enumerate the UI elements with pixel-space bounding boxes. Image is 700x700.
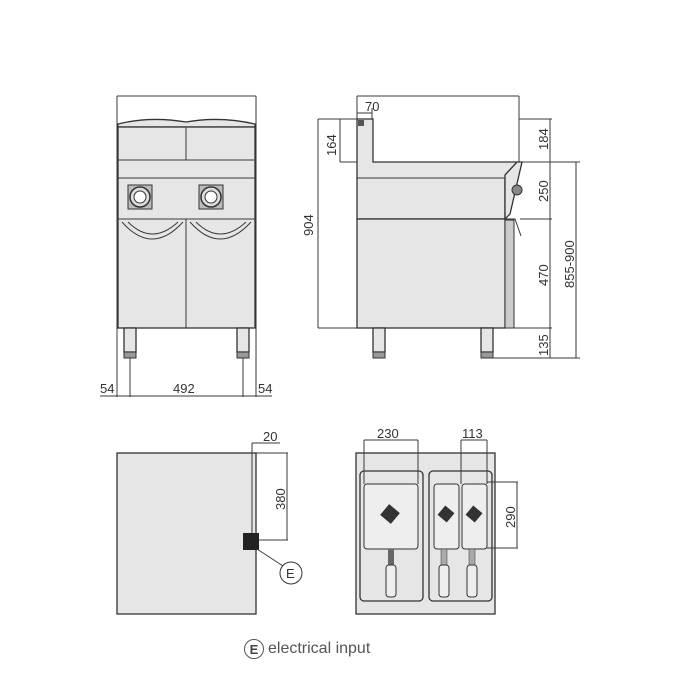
dim-leg-height: 135 [536,334,551,356]
dim-panel-section: 250 [536,180,551,202]
dim-input-height: 380 [273,488,288,510]
electrical-input-marker: E [286,566,295,581]
legend-label: electrical input [268,640,371,657]
top-view: 230 113 290 [355,426,518,615]
dim-work-height: 855-900 [562,240,577,288]
dim-front-right: 54 [258,381,272,396]
side-view: 70 904 164 184 250 470 135 855-900 [301,95,580,359]
knob-right [198,184,224,210]
rear-view: 20 380 E [116,429,303,615]
dim-front-left: 54 [100,381,114,396]
legend-marker: E [244,639,264,659]
dim-rear-offset: 20 [263,429,277,444]
dim-total-height: 904 [301,214,316,236]
front-view: 54 492 54 [100,95,272,397]
dim-door-section: 470 [536,264,551,286]
dim-backsplash-depth: 70 [365,99,379,114]
electrical-input-box [243,533,259,550]
dim-small-basket-width: 113 [462,426,483,441]
dim-basket-depth: 290 [503,506,518,528]
dim-top-section: 184 [536,128,551,150]
dim-backsplash-height: 164 [324,134,339,156]
dim-front-span: 492 [173,381,195,396]
legend: E electrical input [244,639,370,659]
knob-left [127,184,153,210]
dim-large-basket-width: 230 [377,426,399,441]
